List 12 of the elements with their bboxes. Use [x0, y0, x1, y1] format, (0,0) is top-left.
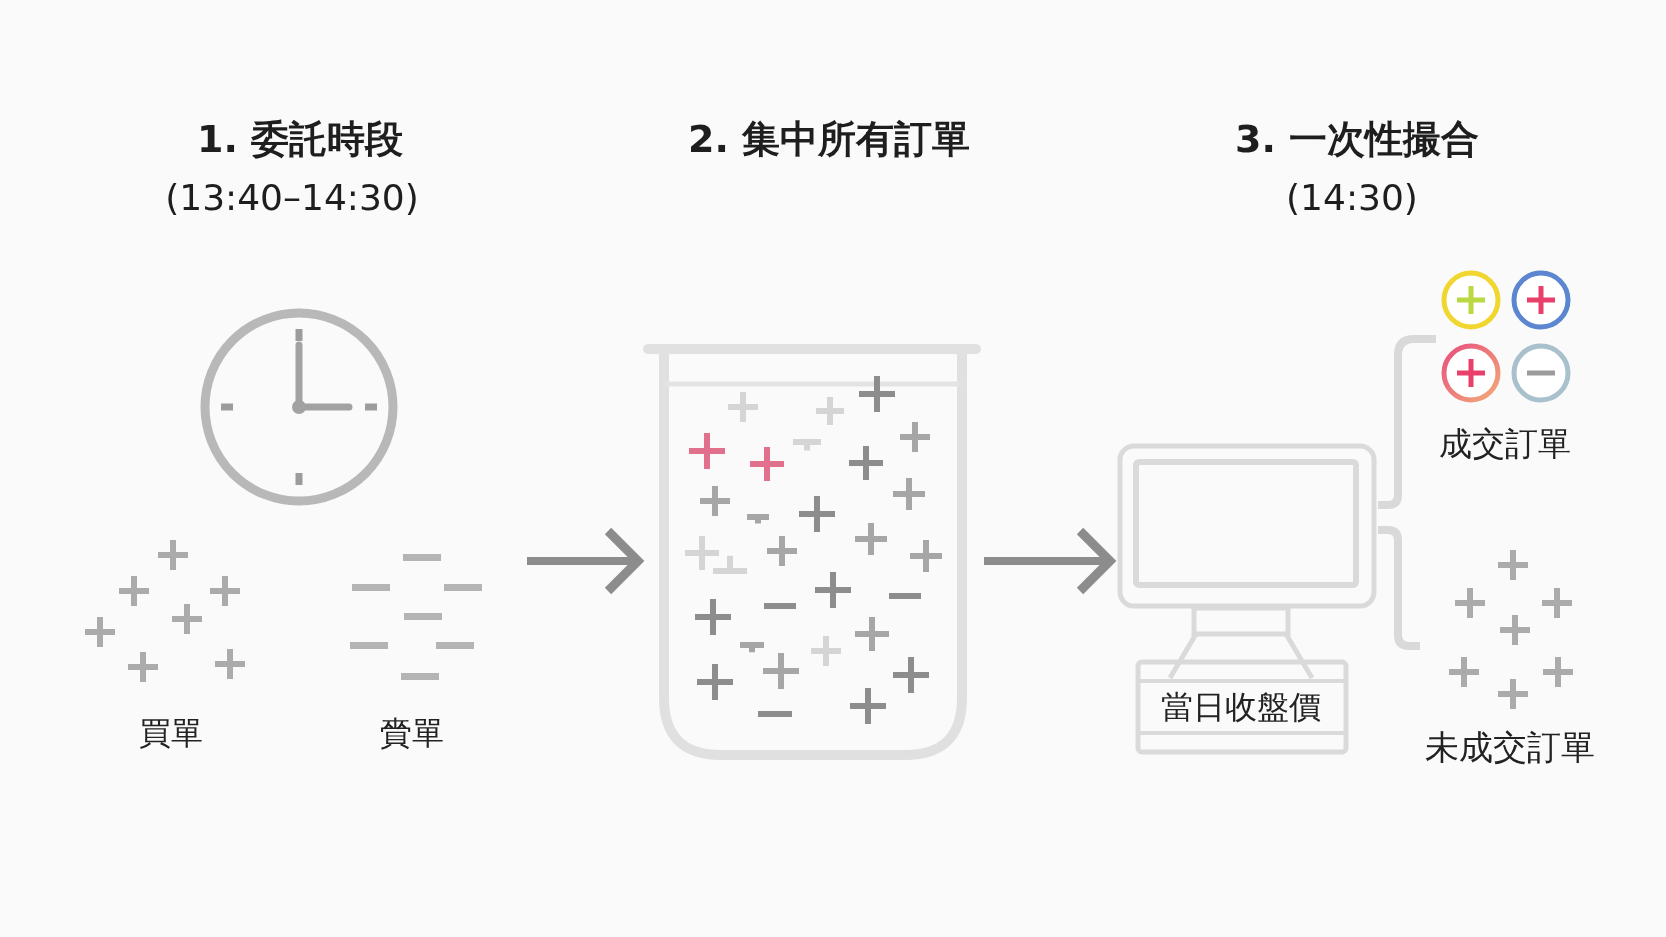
order-label: 成交訂單 — [1439, 424, 1571, 464]
connector-line — [1378, 526, 1420, 650]
price-label: 當日收盤價 — [1161, 688, 1321, 727]
step-heading: 1. 委託時段 — [196, 117, 404, 163]
step-heading: 2. 集中所有訂單 — [687, 117, 971, 163]
time-range: (13:40–14:30) — [165, 176, 419, 220]
connector-line — [1378, 335, 1436, 509]
order-label: 未成交訂單 — [1425, 727, 1595, 768]
order-label: 賫單 — [380, 714, 444, 753]
time-label: (14:30) — [1286, 176, 1418, 220]
step-heading: 3. 一次性撮合 — [1234, 117, 1480, 163]
order-label: 買單 — [139, 714, 203, 753]
